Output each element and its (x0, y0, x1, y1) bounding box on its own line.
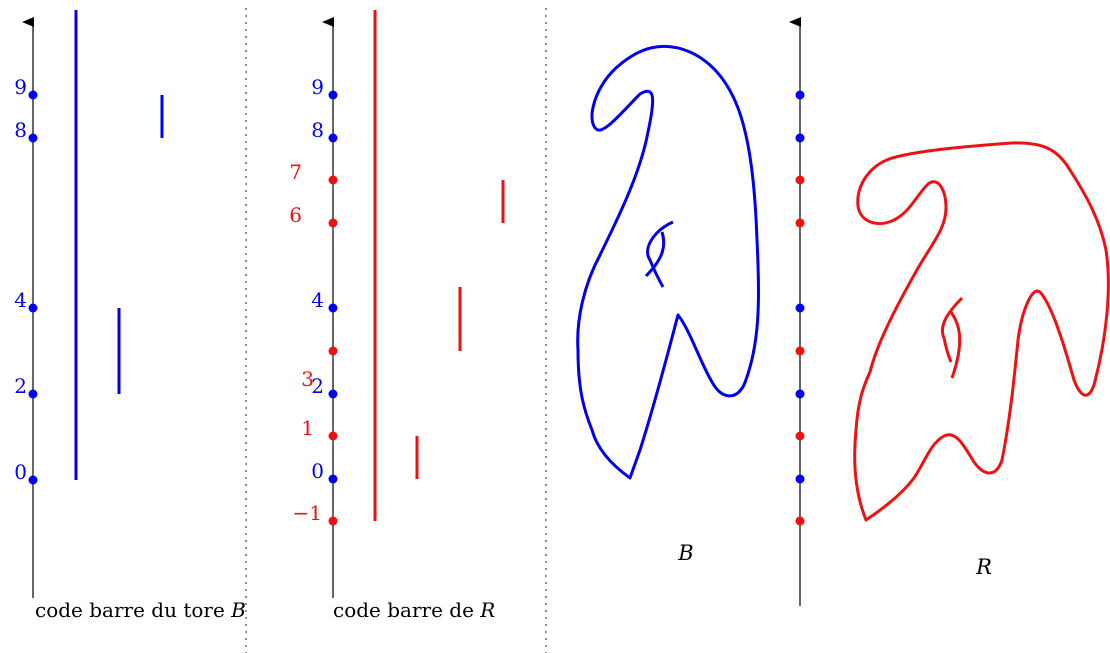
barcode-panel-R: 9 8 7 6 4 3 2 1 0 −1 code barre de R (289, 10, 505, 622)
axis-dot (328, 218, 338, 228)
axis-label: −1 (293, 501, 322, 525)
axis-dot (795, 90, 805, 100)
axis-dot (28, 475, 38, 485)
blue-shape-B-outline (576, 44, 761, 480)
axis-dot (328, 431, 338, 441)
axis-label: 9 (14, 75, 27, 99)
red-shape-R-handle-arc (949, 311, 962, 379)
shape-label-B: B (677, 541, 693, 565)
axis-dot (28, 303, 38, 313)
caption-text: code barre de (333, 598, 480, 622)
axis-dot (328, 346, 338, 356)
red-shape-R-handle-arc (941, 296, 964, 363)
axis-dot (795, 389, 805, 399)
axis-dot (795, 218, 805, 228)
axis-label: 8 (14, 118, 27, 142)
axis-label: 2 (14, 374, 27, 398)
red-shape-R-outline (853, 141, 1110, 522)
axis-label: 2 (311, 374, 324, 398)
panel-caption: code barre du tore B (35, 598, 246, 622)
axis-dot (328, 90, 338, 100)
axis-label: 3 (301, 367, 314, 391)
axis-dot (328, 133, 338, 143)
axis-dot (795, 303, 805, 313)
axis-label: 9 (311, 75, 324, 99)
axis-label: 4 (14, 288, 27, 312)
caption-variable: B (230, 598, 246, 622)
blue-shape-B-handle-arc (646, 220, 674, 288)
axis-label: 7 (289, 160, 302, 184)
caption-variable: R (479, 598, 495, 622)
axis-dot (28, 133, 38, 143)
axis-label: 4 (311, 288, 324, 312)
axis-label: 1 (301, 416, 314, 440)
barcode-panel-torus-B: 9 8 4 2 0 code barre du tore B (14, 10, 246, 622)
axis-dot (328, 303, 338, 313)
axis-dot (795, 431, 805, 441)
axis-label: 8 (311, 118, 324, 142)
axis-dot (795, 133, 805, 143)
axis-dot (328, 474, 338, 484)
axis-dot (795, 346, 805, 356)
blue-shape-B-handle-arc (644, 231, 666, 278)
caption-text: code barre du tore (35, 598, 231, 622)
axis-dot (28, 90, 38, 100)
axis-dot (795, 474, 805, 484)
shape-label-R: R (975, 555, 992, 579)
axis-dot (328, 389, 338, 399)
axis-dot (28, 389, 38, 399)
axis-dot (328, 516, 338, 526)
axis-dot (795, 175, 805, 185)
axis-label: 0 (14, 460, 27, 484)
panel-caption: code barre de R (333, 598, 495, 622)
shapes-panel: B R (576, 17, 1110, 606)
axis-dot (795, 516, 805, 526)
axis-label: 0 (311, 459, 324, 483)
axis-dot (328, 175, 338, 185)
axis-label: 6 (289, 203, 302, 227)
